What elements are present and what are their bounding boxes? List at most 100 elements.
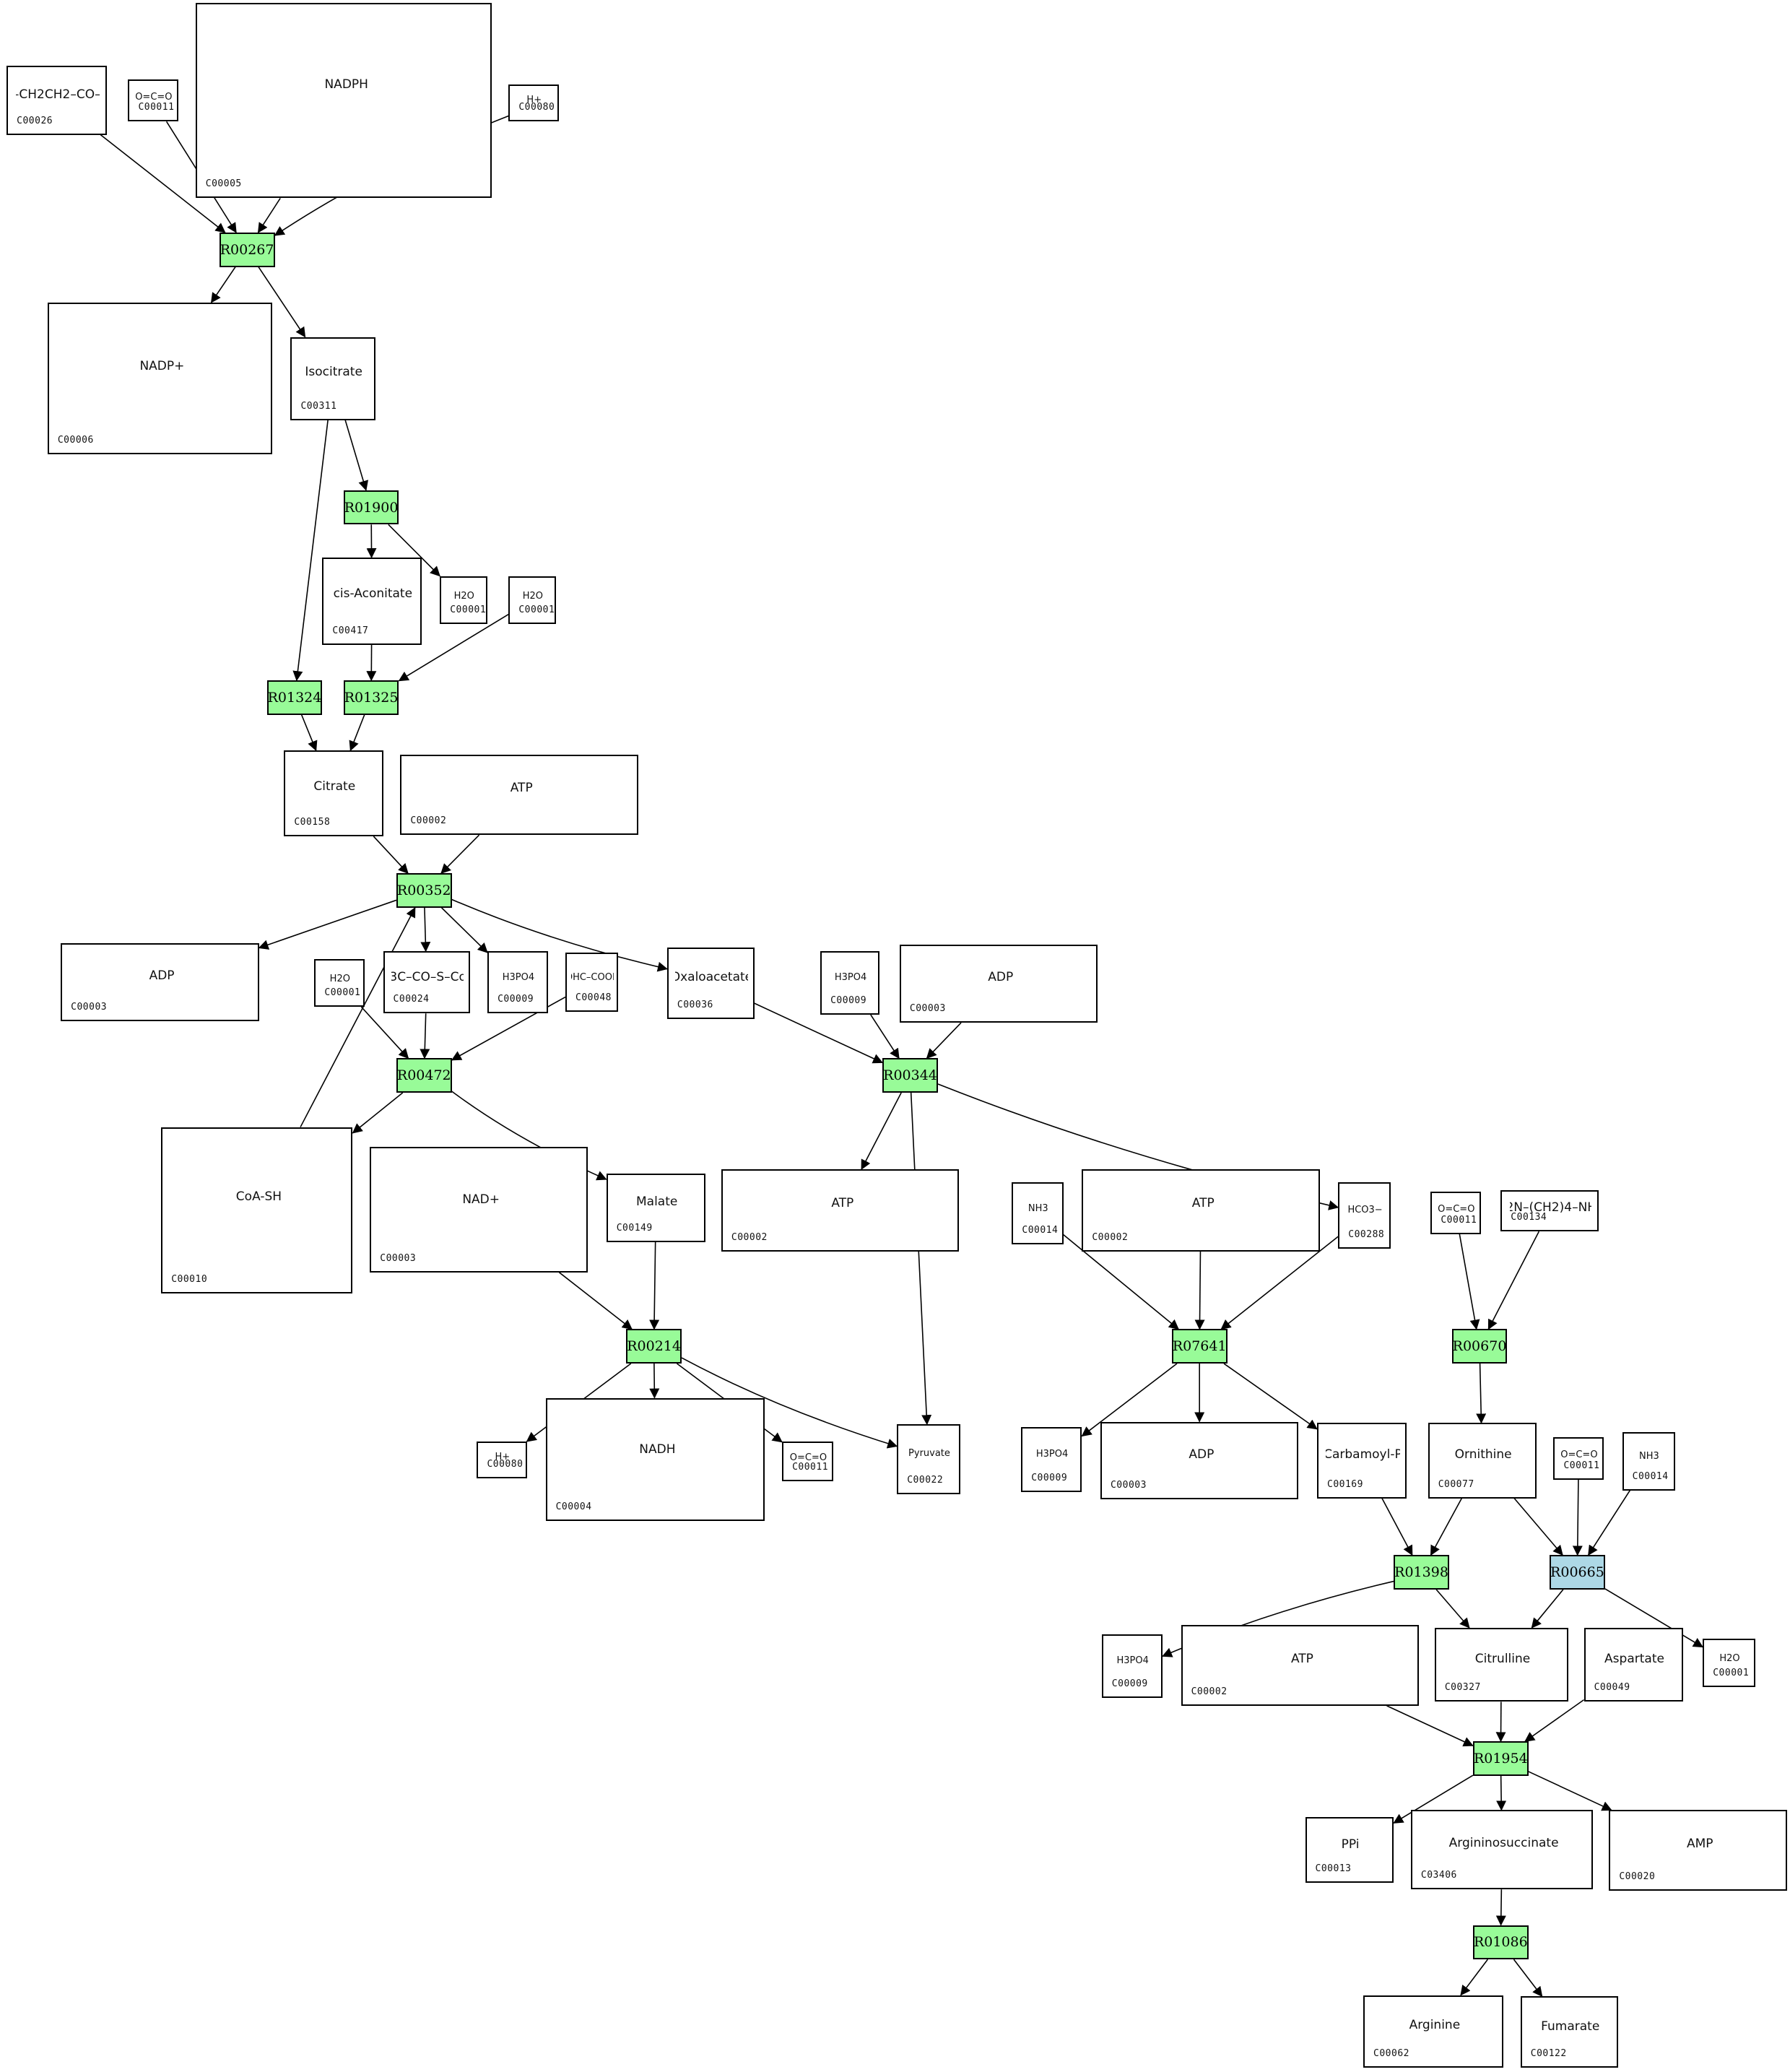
compound-node-c00003[interactable]: NAD+C00003 — [370, 1147, 588, 1273]
edge-c02c-to-r07641 — [1194, 1251, 1205, 1330]
compound-id-label: C03406 — [1420, 1870, 1457, 1881]
reaction-node-r00267[interactable]: R00267 — [219, 232, 275, 267]
edge-c11b-to-r00670 — [1459, 1234, 1480, 1330]
edge-c311-to-r01900 — [344, 420, 369, 491]
reaction-node-r01900[interactable]: R01900 — [343, 490, 399, 525]
compound-structure: ATP — [1191, 1196, 1215, 1211]
compound-node-c00080[interactable]: H+C00080 — [477, 1441, 527, 1479]
edge-r00352-to-c03a — [258, 899, 397, 950]
compound-node-c00026[interactable]: HO2C–CH2CH2–CO–COOHC00026 — [6, 66, 108, 135]
edge-c14b-to-r00665 — [1588, 1490, 1631, 1556]
compound-structure: NADP+ — [139, 359, 185, 373]
compound-structure: PPi — [1341, 1837, 1360, 1852]
compound-id-label: C00134 — [1511, 1212, 1547, 1223]
compound-id-label: C00049 — [1594, 1682, 1630, 1694]
reaction-node-r00665[interactable]: R00665 — [1550, 1555, 1605, 1590]
compound-structure: Pyruvate — [908, 1448, 950, 1460]
compound-id-label: C00011 — [1441, 1214, 1477, 1226]
edge-c03b-to-r00344 — [926, 1022, 962, 1059]
reaction-node-r00352[interactable]: R00352 — [396, 873, 452, 908]
edge-c10-to-r00352 — [300, 906, 416, 1127]
edge-r01086-to-c122 — [1513, 1959, 1543, 1998]
compound-id-label: C00048 — [575, 992, 612, 1004]
reaction-node-r01324[interactable]: R01324 — [266, 680, 323, 715]
compound-id-label: C00080 — [518, 102, 555, 113]
compound-id-label: C00003 — [1110, 1480, 1147, 1491]
compound-node-c00134[interactable]: H2N–(CH2)4–NH2C00134 — [1500, 1190, 1599, 1232]
compound-id-label: C00122 — [1530, 2048, 1567, 2060]
compound-structure: H2O — [1719, 1653, 1740, 1665]
compound-structure: Isocitrate — [305, 364, 362, 379]
compound-structure: H2N–(CH2)4–NH2 — [1509, 1200, 1591, 1215]
compound-id-label: C00002 — [731, 1231, 768, 1243]
reaction-node-r07641[interactable]: R07641 — [1171, 1329, 1228, 1364]
reaction-node-r00214[interactable]: R00214 — [626, 1329, 682, 1364]
compound-node-c00048[interactable]: OHC–COOH C00048 — [565, 953, 619, 1013]
compound-node-c00080[interactable]: H+C00080 — [508, 84, 559, 122]
edge-c02d-to-r01954 — [1386, 1705, 1474, 1747]
reaction-node-r01325[interactable]: R01325 — [343, 680, 399, 715]
compound-structure: Argininosuccinate — [1448, 1836, 1559, 1851]
compound-id-label: C00014 — [1632, 1470, 1669, 1482]
reaction-node-r01086[interactable]: R01086 — [1472, 1925, 1529, 1960]
compound-id-label: C00003 — [380, 1252, 417, 1264]
compound-node-c00002[interactable]: ATP C00002 — [1082, 1169, 1320, 1252]
compound-id-label: C00013 — [1315, 1863, 1352, 1875]
compound-node-c00036[interactable]: OxaloacetateC00036 — [666, 947, 755, 1019]
compound-id-label: C00004 — [555, 1501, 592, 1512]
compound-id-label: C00169 — [1327, 1478, 1363, 1490]
compound-node-c00288[interactable]: HCO3−C00288 — [1338, 1182, 1391, 1249]
compound-structure: OHC–COOH — [571, 971, 614, 983]
reaction-node-r01398[interactable]: R01398 — [1394, 1555, 1449, 1590]
compound-node-c00006[interactable]: NADP+C00006 — [47, 302, 272, 455]
reaction-node-r00670[interactable]: R00670 — [1451, 1329, 1508, 1364]
reaction-node-r01954[interactable]: R01954 — [1472, 1741, 1529, 1776]
compound-node-c00024[interactable]: H3C–CO–S–CoAC00024 — [383, 951, 471, 1014]
reaction-node-r00472[interactable]: R00472 — [396, 1058, 452, 1093]
compound-structure: Ornithine — [1454, 1447, 1512, 1462]
compound-id-label: C00002 — [1092, 1231, 1129, 1243]
compound-structure: HO2C–CH2CH2–CO–COOH — [15, 87, 100, 103]
edge-r07641-to-c169 — [1223, 1363, 1318, 1430]
reaction-node-r00344[interactable]: R00344 — [882, 1058, 938, 1093]
edge-r00472-to-c10 — [352, 1092, 404, 1134]
